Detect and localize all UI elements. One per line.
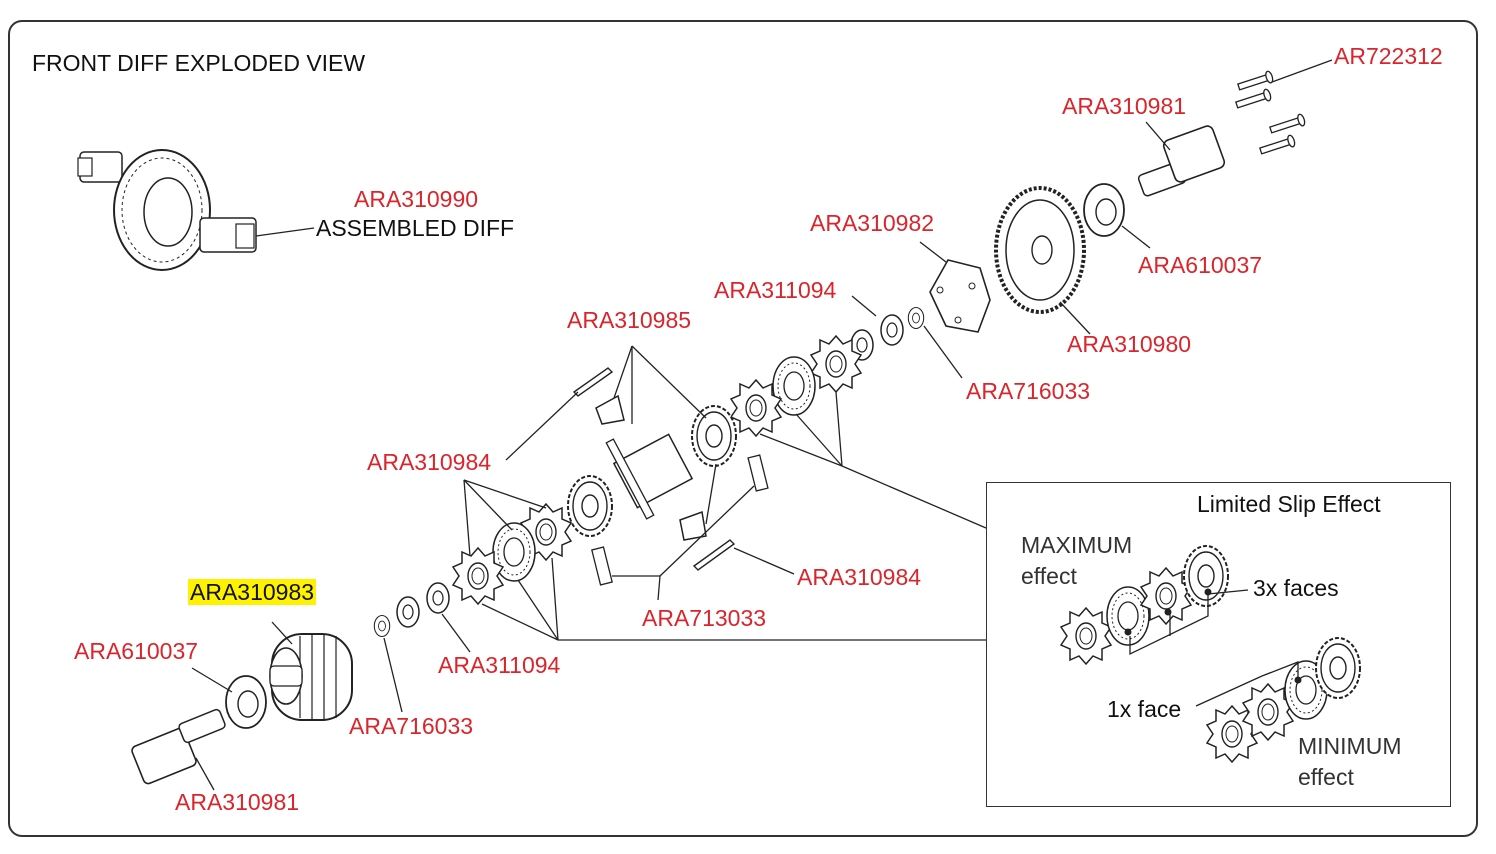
label-ara311094-bottom: ARA311094 — [438, 652, 561, 678]
label-ara310985: ARA310985 — [567, 307, 692, 333]
label-assembled-diff: ASSEMBLED DIFF — [316, 215, 515, 241]
label-ara310984-right: ARA310984 — [797, 564, 922, 590]
inset-min-label-2: effect — [1298, 764, 1354, 790]
inset-min-label-1: MINIMUM — [1298, 733, 1402, 759]
limited-slip-inset — [986, 482, 1451, 807]
label-ara310980: ARA310980 — [1067, 331, 1192, 357]
inset-max-label-2: effect — [1021, 563, 1077, 589]
diff-case-illustration — [269, 633, 353, 721]
label-ara310981-top: ARA310981 — [1062, 93, 1187, 119]
inset-max-label-1: MAXIMUM — [1021, 532, 1133, 558]
label-ara716033-top: ARA716033 — [966, 378, 1091, 404]
inset-3x-faces: 3x faces — [1253, 575, 1339, 601]
label-ara310984-left: ARA310984 — [367, 449, 492, 475]
ring-gear-illustration — [994, 186, 1086, 314]
spider-gear-bottom — [679, 510, 707, 541]
diagram-title: FRONT DIFF EXPLODED VIEW — [32, 50, 366, 76]
inset-min-stack — [1195, 637, 1361, 763]
label-ara310983: ARA310983 — [188, 579, 317, 605]
inset-title: Limited Slip Effect — [1197, 491, 1381, 517]
bottom-outdrive-illustration — [131, 708, 226, 785]
label-ara310983-highlight: ARA310983 — [188, 579, 317, 605]
label-ara716033-bottom: ARA716033 — [349, 713, 474, 739]
inset-1x-face: 1x face — [1107, 696, 1182, 722]
label-ara310990: ARA310990 — [354, 186, 479, 212]
label-ara310982: ARA310982 — [810, 210, 935, 236]
diagram-frame — [8, 20, 1478, 837]
label-ara310981-bottom: ARA310981 — [175, 789, 300, 815]
label-ar722312: AR722312 — [1334, 43, 1443, 69]
inset-max-stack — [1060, 545, 1249, 665]
top-outdrive-illustration — [1137, 125, 1226, 197]
gasket-illustration — [929, 259, 991, 333]
label-ara610037-bottom: ARA610037 — [74, 638, 199, 664]
label-ara610037-top: ARA610037 — [1138, 252, 1263, 278]
spider-gear-top — [595, 394, 625, 425]
label-ara713033: ARA713033 — [642, 605, 767, 631]
label-ara311094-top: ARA311094 — [714, 277, 837, 303]
cross-pin-block — [605, 433, 694, 520]
assembled-diff-illustration — [77, 149, 257, 271]
